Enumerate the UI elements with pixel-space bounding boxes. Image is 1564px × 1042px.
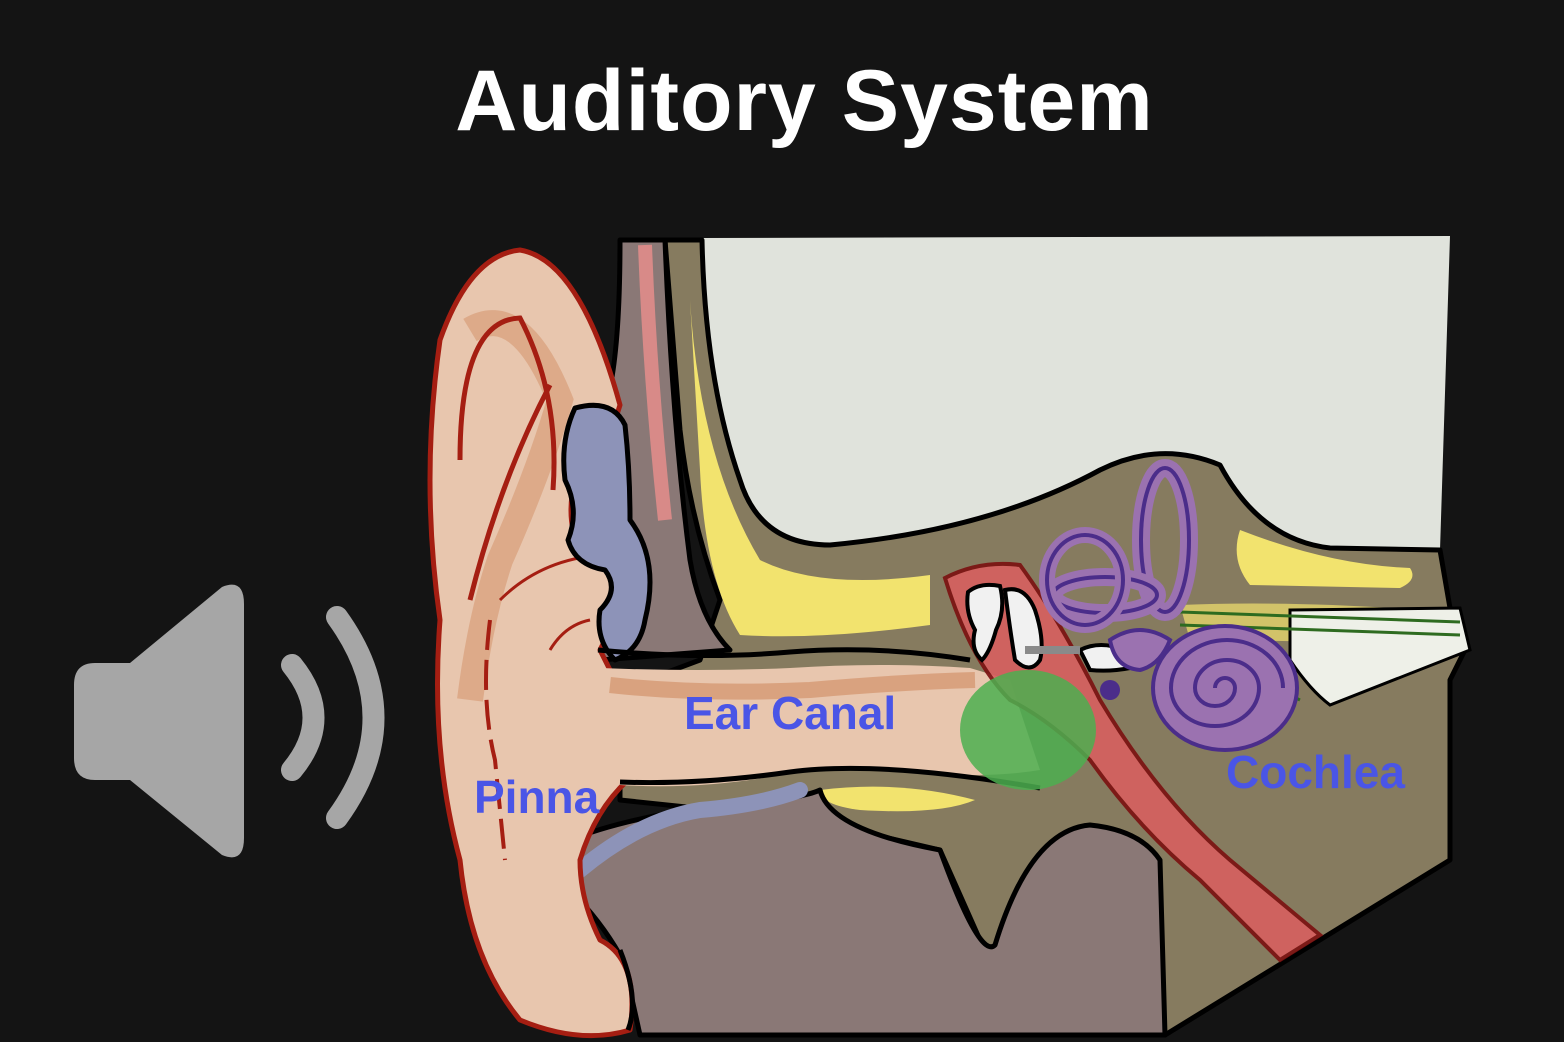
cranial-area bbox=[702, 236, 1450, 550]
label-ear-canal: Ear Canal bbox=[684, 687, 897, 739]
label-pinna: Pinna bbox=[474, 771, 600, 823]
cochlea-shape bbox=[1100, 624, 1299, 752]
bone-marrow-right bbox=[1236, 530, 1413, 588]
semicircular-canals bbox=[1039, 459, 1198, 633]
bone-marrow-upper bbox=[690, 300, 930, 637]
label-cochlea: Cochlea bbox=[1226, 746, 1405, 798]
diagram-title: Auditory System bbox=[455, 53, 1154, 149]
speaker-volume-icon bbox=[74, 584, 385, 858]
bone-marrow-lower bbox=[820, 786, 975, 812]
ossicles bbox=[965, 582, 1136, 673]
eardrum-highlight bbox=[960, 670, 1096, 790]
